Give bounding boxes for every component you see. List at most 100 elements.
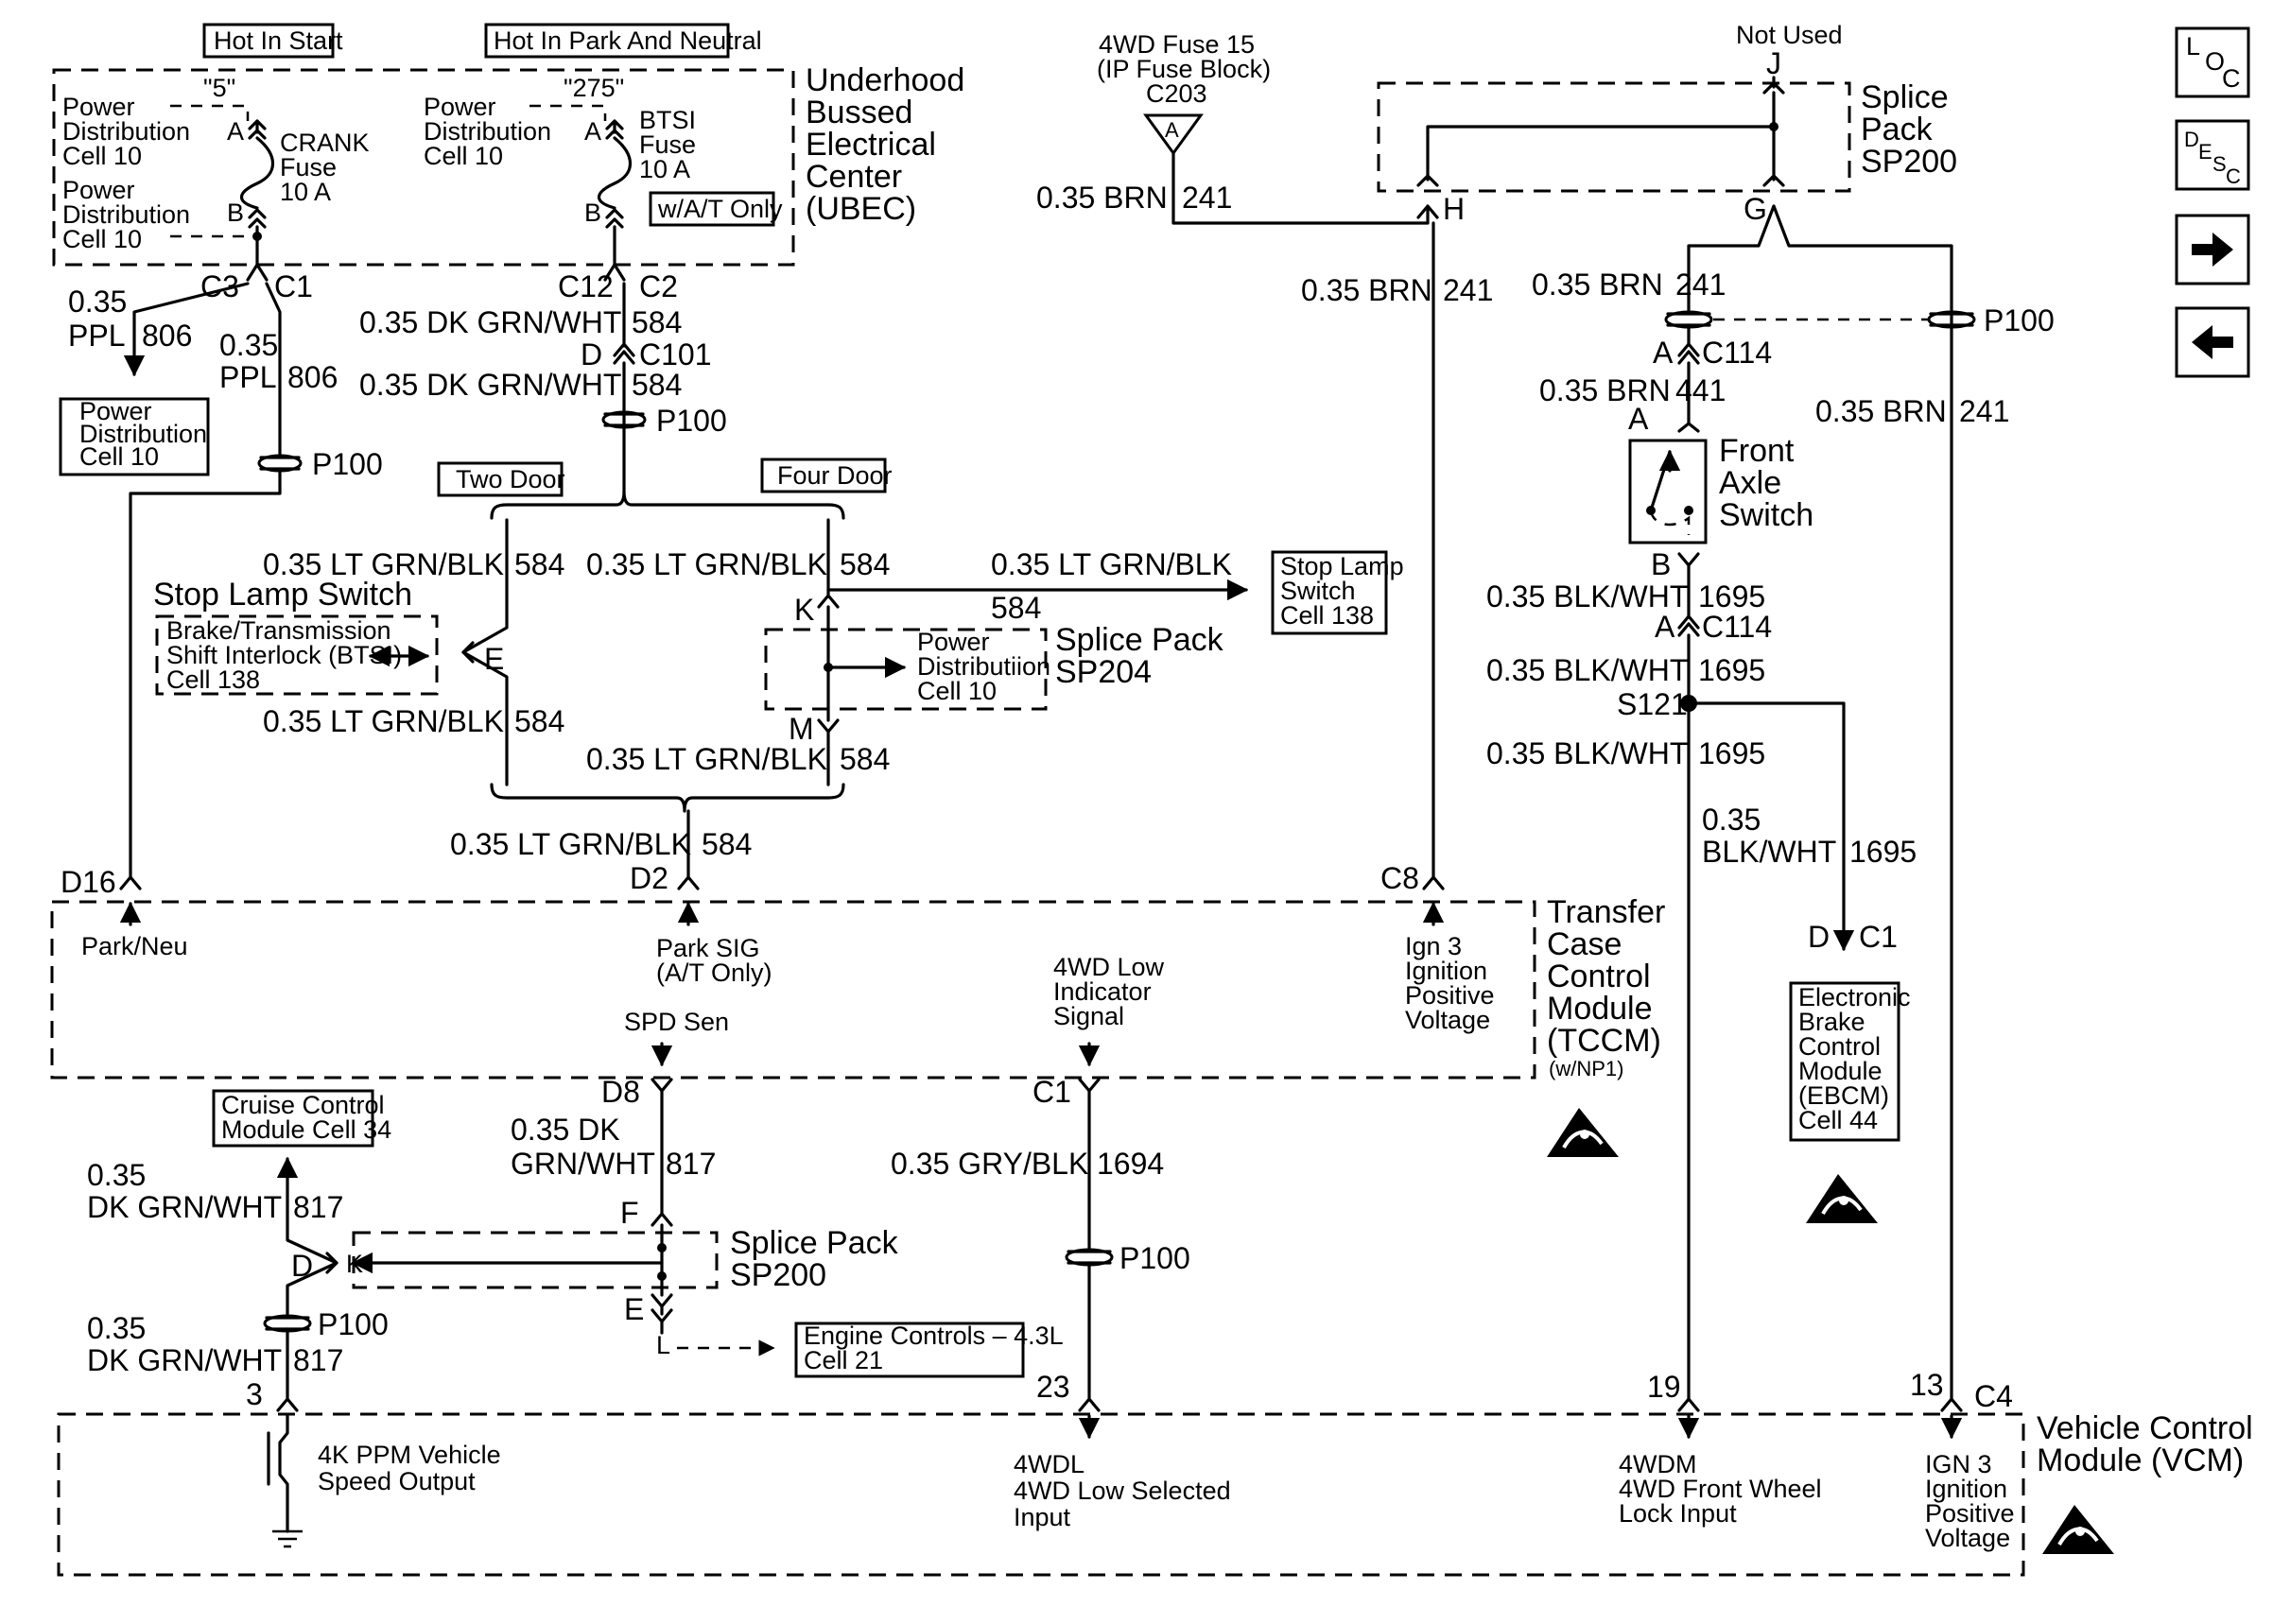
btsi-a: A — [584, 117, 601, 146]
brn-num-a: 241 — [1182, 181, 1232, 215]
c101-d: D — [581, 337, 602, 371]
ltgrn-wire-b: 0.35 LT GRN/BLK — [263, 704, 504, 738]
esd-icon — [1545, 1106, 1621, 1159]
sls-box-2: Switch — [1280, 577, 1356, 605]
pd204-1: Power — [917, 628, 990, 656]
stop-lamp-switch-title: Stop Lamp Switch — [153, 577, 412, 613]
vcm-ign3-2: Ignition — [1925, 1475, 2007, 1503]
vcm-wdl-2: 4WD Low Selected — [1014, 1477, 1231, 1505]
brn-num-d: 241 — [1959, 394, 2009, 428]
blkwht-num-d: 1695 — [1849, 835, 1917, 869]
ebcm-1: Electronic — [1798, 983, 1911, 1011]
tccm-module: Transfer Case Control Module (TCCM) (w/N… — [50, 894, 1665, 1159]
park-sig-1: Park SIG — [656, 934, 760, 962]
loc-button[interactable]: L O C — [2175, 26, 2250, 98]
pd204-2: Distributiion — [917, 652, 1050, 681]
blkwht-gauge-d: 0.35 — [1702, 803, 1761, 837]
ubec-title-5: (UBEC) — [806, 191, 916, 227]
vcm-title-1: Vehicle Control — [2037, 1410, 2253, 1446]
mid-p100: P100 — [656, 404, 727, 438]
left-pd-1: Power — [79, 397, 152, 425]
four-door-label: Four Door — [777, 461, 893, 490]
fas-title-3: Switch — [1719, 497, 1813, 533]
q275-label: "275" — [564, 74, 624, 102]
park-neu-label: Park/Neu — [81, 932, 188, 960]
arrow-left-icon — [2192, 325, 2233, 359]
blkwht-wire-c: 0.35 BLK/WHT — [1486, 736, 1688, 770]
ebcm-4: Module — [1798, 1057, 1883, 1085]
two-door-label: Two Door — [456, 465, 565, 493]
k-pin: K — [794, 593, 814, 627]
desc-icon: D — [2184, 128, 2199, 151]
crank-fuse-1: CRANK — [280, 129, 370, 157]
dkgrn-wire-b: 0.35 DK GRN/WHT — [359, 368, 621, 402]
sp200b-title-1: Splice Pack — [730, 1225, 899, 1261]
dkgrn-817-a3: 817 — [666, 1147, 716, 1181]
fuse15-3: C203 — [1146, 79, 1207, 108]
dkgrn-817-b2: DK GRN/WHT — [87, 1190, 282, 1224]
c12-label: C12 — [558, 269, 614, 303]
esd-icon — [2040, 1503, 2116, 1556]
svg-text:C: C — [2222, 64, 2241, 93]
desc-button[interactable]: D E S C — [2175, 119, 2250, 191]
ltgrn-wire-f: 0.35 LT GRN/BLK — [450, 827, 691, 861]
d-pin-b: D — [291, 1249, 313, 1283]
ebcm-3: Control — [1798, 1032, 1881, 1061]
ltgrn-num-b: 584 — [514, 704, 564, 738]
vcm-title-2: Module (VCM) — [2037, 1443, 2244, 1478]
ppl-gauge-a: 0.35 — [68, 285, 127, 319]
btsi-box-1: Brake/Transmission — [166, 616, 391, 645]
cruise-1: Cruise Control — [221, 1091, 385, 1119]
l-pin: L — [656, 1331, 670, 1359]
sp200-title-2: Pack — [1861, 112, 1934, 147]
dkgrn-wire-a: 0.35 DK GRN/WHT — [359, 305, 621, 339]
tccm-ign3-2: Ignition — [1405, 957, 1487, 985]
ebcm-d: D — [1808, 920, 1830, 954]
pin-13: 13 — [1910, 1368, 1944, 1402]
svg-text:C: C — [2226, 164, 2241, 188]
j-pin: J — [1766, 46, 1781, 80]
sp200-title-1: Splice — [1861, 79, 1949, 115]
right-upper: 4WD Fuse 15 (IP Fuse Block) C203 A 0.35 … — [1036, 21, 2055, 1401]
gry-wire: 0.35 GRY/BLK — [891, 1147, 1088, 1181]
wat-only-label: w/A/T Only — [657, 195, 783, 223]
brn-num-e: 441 — [1675, 373, 1726, 407]
next-button[interactable] — [2175, 214, 2250, 285]
low-ind-3: Signal — [1053, 1002, 1124, 1030]
crank-b: B — [227, 199, 244, 227]
vcm-ign3-3: Positive — [1925, 1499, 2015, 1528]
park-sig-2: (A/T Only) — [656, 959, 772, 987]
left-p100: P100 — [312, 447, 383, 481]
f-pin: F — [620, 1196, 639, 1230]
arrow-right-icon — [2192, 233, 2233, 267]
pd-label-c3: Cell 10 — [424, 142, 503, 170]
not-used-label: Not Used — [1736, 21, 1843, 49]
left-branch: C3 C1 0.35 PPL 806 0.35 PPL 806 Power Di… — [59, 263, 383, 899]
sp204-title-2: SP204 — [1055, 654, 1152, 690]
ltgrn-wire-c: 0.35 LT GRN/BLK — [586, 547, 827, 581]
brn-num-b: 241 — [1443, 273, 1493, 307]
eng-2: Cell 21 — [804, 1346, 883, 1374]
tccm-ign3-1: Ign 3 — [1405, 932, 1462, 960]
blkwht-num-b: 1695 — [1698, 653, 1765, 687]
fas-title-2: Axle — [1719, 465, 1781, 501]
spd-sen-label: SPD Sen — [624, 1008, 729, 1036]
tccm-ign3-4: Voltage — [1405, 1006, 1490, 1034]
btsi-fuse-1: BTSI — [639, 106, 696, 134]
prev-button[interactable] — [2175, 306, 2250, 378]
c8-label: C8 — [1380, 861, 1419, 895]
p100-right: P100 — [1984, 303, 2055, 337]
dkgrn-817-c2: DK GRN/WHT — [87, 1343, 282, 1377]
fas-title-1: Front — [1719, 433, 1795, 469]
pd-label-c1: Power — [424, 93, 496, 121]
ltgrn-num-a: 584 — [514, 547, 564, 581]
dkgrn-num-a: 584 — [632, 305, 682, 339]
pd-label-a1: Power — [62, 93, 135, 121]
vcm-ign3-4: Voltage — [1925, 1524, 2010, 1552]
crank-fuse-2: Fuse — [280, 153, 337, 181]
sp204-title-1: Splice Pack — [1055, 622, 1224, 658]
low-ind-1: 4WD Low — [1053, 953, 1165, 981]
tccm-title-1: Transfer — [1547, 894, 1665, 930]
pin-23: 23 — [1036, 1370, 1070, 1404]
